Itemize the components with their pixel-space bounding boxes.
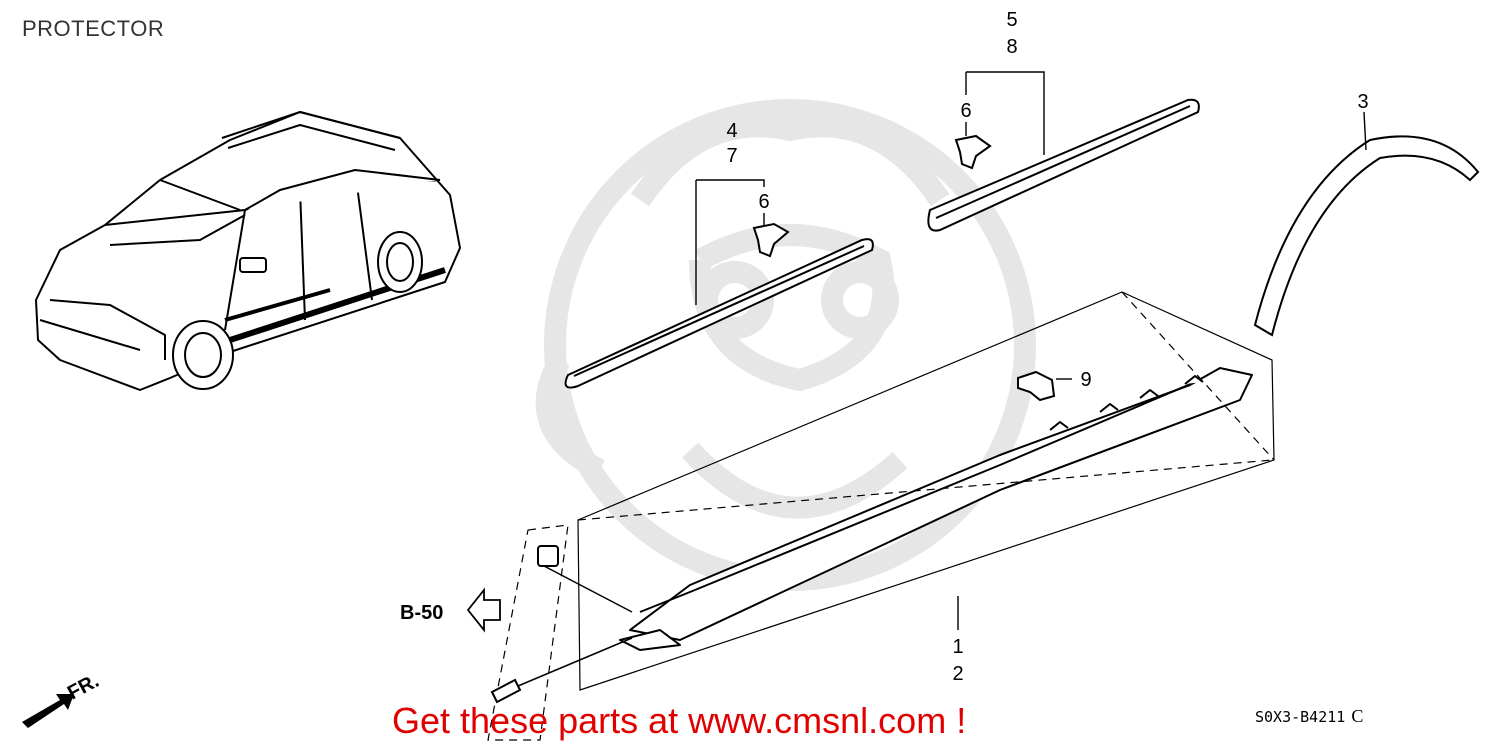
clip-6-lower — [752, 222, 790, 258]
clip-9 — [1017, 370, 1056, 402]
sill-dashed-lines — [577, 291, 1275, 521]
part-number-9: 9 — [1080, 369, 1091, 391]
reference-label: B-50 — [400, 602, 443, 624]
diagram-code-text: S0X3-B4211 — [1255, 708, 1346, 726]
side-sill-protector — [619, 367, 1253, 651]
sill-outline-box — [577, 291, 1275, 691]
part-number-8: 8 — [1006, 36, 1017, 58]
diagram-revision: C — [1351, 706, 1364, 726]
wheel-arch-protector — [1253, 135, 1480, 337]
screw — [490, 637, 633, 704]
reference-arrow: B-50 — [400, 587, 501, 633]
door-molding-rear — [927, 98, 1200, 232]
minivan-illustration — [35, 111, 461, 391]
door-molding-front — [564, 238, 874, 389]
part-number-3: 3 — [1357, 91, 1368, 113]
part-number-1: 1 — [952, 636, 963, 658]
leader-lines — [695, 71, 1367, 630]
part-number-4: 4 — [726, 120, 737, 142]
page-title: PROTECTOR — [22, 16, 165, 41]
promo-link-text[interactable]: Get these parts at www.cmsnl.com ! — [392, 700, 967, 741]
part-number-5: 5 — [1006, 9, 1017, 31]
part-number-6-lower: 6 — [758, 191, 769, 213]
part-number-2: 2 — [952, 663, 963, 685]
diagram-code: S0X3-B4211 C — [1255, 706, 1363, 727]
part-number-7: 7 — [726, 145, 737, 167]
front-direction-arrow: FR. — [22, 670, 103, 728]
fastener-dashed-box — [487, 524, 569, 741]
grommet-clip — [537, 545, 633, 613]
clip-6-upper — [954, 134, 992, 170]
part-number-6-upper: 6 — [960, 100, 971, 122]
